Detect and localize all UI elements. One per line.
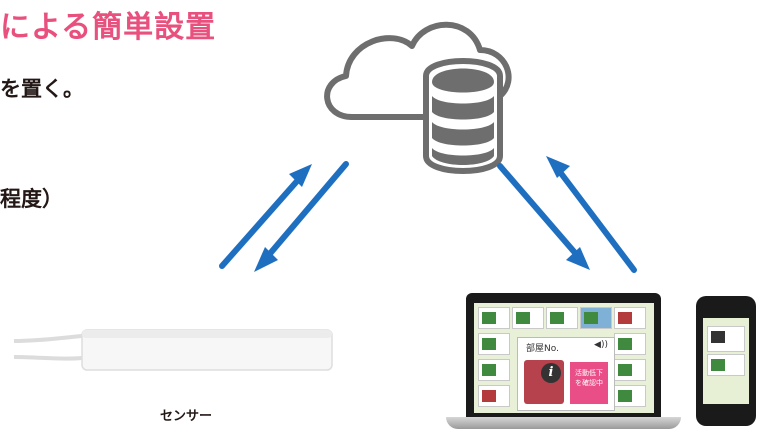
room-tile xyxy=(478,359,510,381)
room-tile xyxy=(512,307,544,329)
page-title: による簡単設置 xyxy=(0,10,217,45)
room-tile xyxy=(546,307,578,329)
arrow-down-left xyxy=(254,161,349,272)
info-icon: i xyxy=(541,363,561,383)
arrow-down-right xyxy=(497,163,590,270)
room-tile xyxy=(614,333,646,355)
sensor-label: センサー xyxy=(160,409,213,424)
database-icon xyxy=(423,58,503,174)
room-modal: 部屋No. ◀)) 活動低下 を確認中 xyxy=(517,337,615,411)
room-title: 部屋No. xyxy=(526,344,559,354)
sensor-device xyxy=(13,329,333,371)
room-tile xyxy=(580,307,612,329)
cloud-icon xyxy=(324,21,512,120)
room-tile xyxy=(707,326,745,352)
body-text-line-1: を置く。 xyxy=(0,77,84,101)
laptop-base xyxy=(446,417,681,429)
arrow-up-right xyxy=(546,156,637,273)
phone-display xyxy=(703,318,749,404)
room-tile xyxy=(614,307,646,329)
room-tile xyxy=(614,359,646,381)
room-tile xyxy=(614,385,646,407)
room-tile xyxy=(478,385,510,407)
alert-badge: 活動低下 を確認中 xyxy=(570,362,608,404)
room-tile xyxy=(707,354,745,376)
room-tile xyxy=(478,307,510,329)
speaker-icon: ◀)) xyxy=(594,340,608,350)
arrow-up-left xyxy=(219,164,312,269)
room-tile xyxy=(478,333,510,355)
body-text-line-2: 程度） xyxy=(0,187,63,211)
